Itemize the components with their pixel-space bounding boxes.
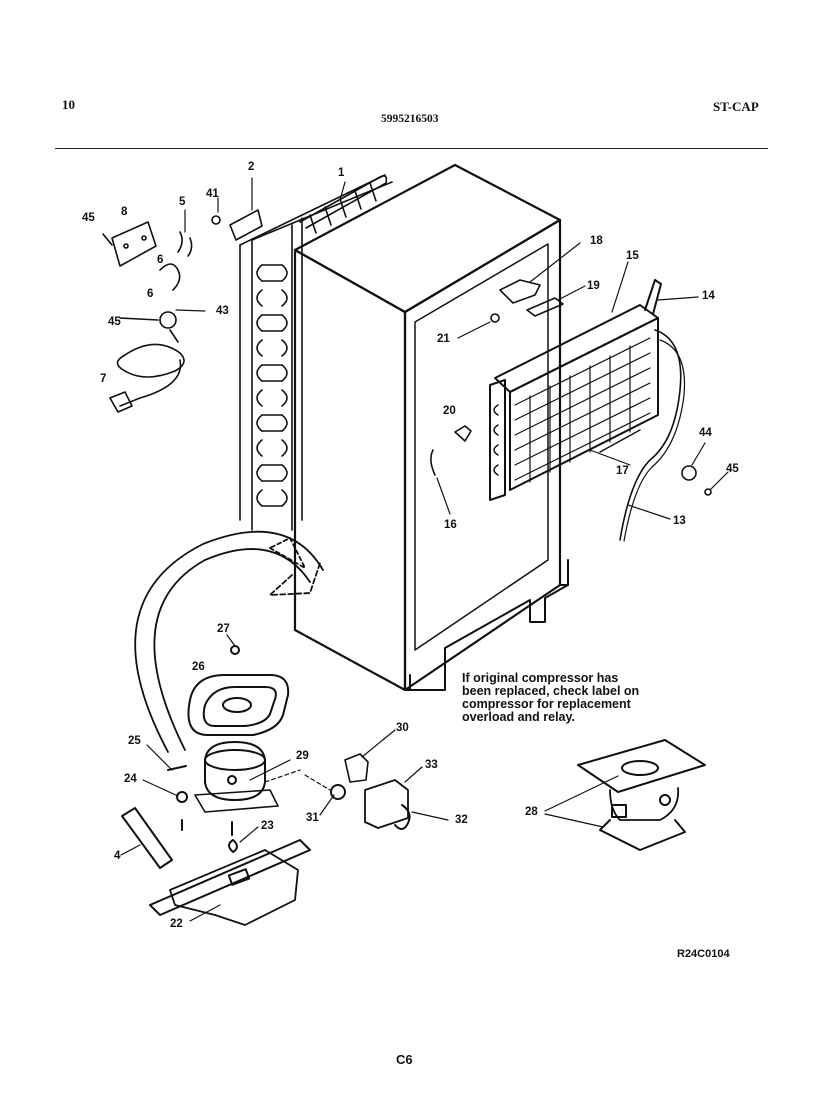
callout-20: 20	[443, 405, 456, 417]
callout-7: 7	[100, 373, 107, 385]
callout-6-lower: 6	[147, 288, 154, 300]
callout-4: 4	[114, 850, 121, 862]
callout-1: 1	[338, 167, 345, 179]
callout-27: 27	[217, 623, 230, 635]
callout-41: 41	[206, 188, 219, 200]
callout-24: 24	[124, 773, 137, 785]
part-number: 5995216503	[381, 113, 439, 125]
callout-45-top: 45	[82, 212, 95, 224]
callout-22: 22	[170, 918, 183, 930]
callout-6-upper: 6	[157, 254, 164, 266]
callout-33: 33	[425, 759, 438, 771]
replacement-compressor	[577, 739, 706, 851]
page-number: 10	[62, 97, 75, 112]
callout-31: 31	[306, 812, 319, 824]
callout-28: 28	[525, 806, 538, 818]
drawing-code: R24C0104	[677, 948, 730, 960]
callout-14: 14	[702, 290, 715, 302]
condenser-coil	[239, 174, 393, 531]
leader-lines	[120, 177, 729, 922]
header-rule	[55, 148, 768, 149]
note-line: overload and relay.	[462, 710, 576, 724]
callout-19: 19	[587, 280, 600, 292]
replacement-note: If original compressor has been replaced…	[462, 672, 702, 724]
callout-23: 23	[261, 820, 274, 832]
evaporator	[489, 279, 686, 542]
callout-45-right: 45	[726, 463, 739, 475]
callout-29: 29	[296, 750, 309, 762]
model-code: ST-CAP	[713, 99, 759, 114]
page-code: C6	[396, 1052, 413, 1067]
callout-25: 25	[128, 735, 141, 747]
note-line: compressor for replacement	[462, 697, 631, 711]
callout-30: 30	[396, 722, 409, 734]
callout-45-left: 45	[108, 316, 121, 328]
callout-21: 21	[437, 333, 450, 345]
compressor	[167, 741, 279, 853]
power-cord-parts	[102, 209, 263, 413]
callout-17: 17	[616, 465, 629, 477]
note-line: been replaced, check label on	[462, 684, 640, 698]
callout-32: 32	[455, 814, 468, 826]
callout-8: 8	[121, 206, 128, 218]
callout-16: 16	[444, 519, 457, 531]
cabinet	[293, 163, 569, 692]
relay-overload	[264, 753, 411, 830]
callout-26: 26	[192, 661, 205, 673]
callout-13: 13	[673, 515, 686, 527]
drain-parts	[430, 279, 712, 496]
callout-18: 18	[590, 235, 603, 247]
drain-pan	[187, 645, 290, 736]
note-line: If original compressor has	[462, 671, 619, 685]
callout-2: 2	[248, 161, 255, 173]
callout-43: 43	[216, 305, 229, 317]
callout-44: 44	[699, 427, 712, 439]
base-bracket	[121, 807, 311, 926]
tube-and-arrow	[134, 530, 324, 753]
callout-5: 5	[179, 196, 186, 208]
callout-15: 15	[626, 250, 639, 262]
